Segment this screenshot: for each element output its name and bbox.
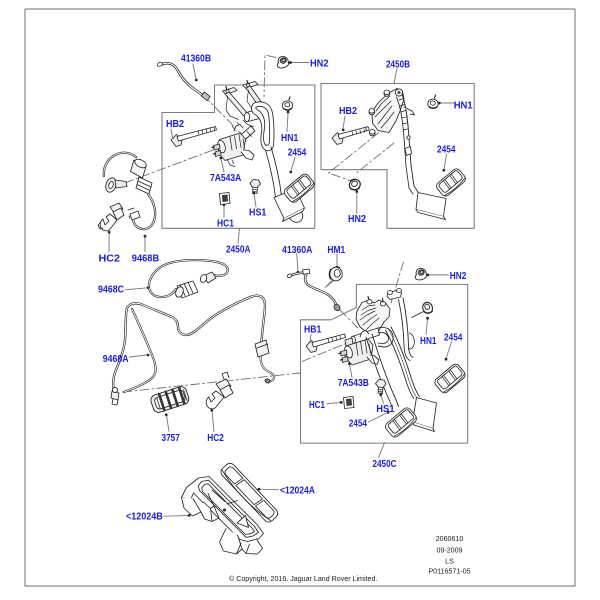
svg-text:HB1: HB1 — [304, 324, 322, 335]
svg-text:7A543B: 7A543B — [338, 378, 369, 389]
svg-text:2450A: 2450A — [226, 244, 251, 255]
svg-text:9468A: 9468A — [103, 354, 129, 365]
svg-text:2454: 2454 — [349, 418, 368, 429]
svg-text:<12024A: <12024A — [280, 485, 316, 496]
svg-text:2454: 2454 — [437, 144, 456, 155]
svg-text:2450B: 2450B — [386, 59, 410, 70]
svg-text:HS1: HS1 — [249, 208, 267, 219]
svg-text:HS1: HS1 — [376, 404, 395, 415]
svg-text:HC2: HC2 — [99, 253, 121, 264]
svg-text:HN1: HN1 — [454, 101, 473, 112]
svg-text:HC1: HC1 — [309, 400, 325, 411]
svg-text:2454: 2454 — [288, 147, 307, 158]
svg-text:41360A: 41360A — [282, 245, 313, 256]
svg-text:HN1: HN1 — [281, 133, 299, 144]
svg-text:HM1: HM1 — [327, 245, 345, 256]
svg-text:2454: 2454 — [444, 332, 463, 343]
svg-text:P0116571-05: P0116571-05 — [428, 567, 470, 575]
svg-text:© Copyright, 2016. Jaguar Land: © Copyright, 2016. Jaguar Land Rover Lim… — [229, 575, 377, 583]
svg-text:HN2: HN2 — [310, 59, 329, 70]
svg-text:2450C: 2450C — [373, 459, 398, 470]
svg-text:09-2009: 09-2009 — [436, 547, 462, 555]
svg-text:LS: LS — [445, 557, 454, 565]
svg-text:41360B: 41360B — [181, 53, 211, 64]
svg-text:HN2: HN2 — [450, 271, 467, 282]
svg-text:HB2: HB2 — [166, 119, 184, 130]
svg-text:9468C: 9468C — [98, 285, 125, 296]
svg-text:7A543A: 7A543A — [210, 173, 242, 184]
svg-text:HB2: HB2 — [339, 106, 357, 117]
svg-text:HN2: HN2 — [348, 214, 366, 225]
svg-text:HN1: HN1 — [420, 336, 437, 347]
svg-text:HC1: HC1 — [217, 218, 234, 229]
svg-text:3757: 3757 — [162, 433, 181, 444]
svg-text:9468B: 9468B — [132, 253, 159, 264]
svg-text:HC2: HC2 — [207, 433, 224, 444]
svg-text:<12024B: <12024B — [126, 512, 163, 523]
svg-text:2060610: 2060610 — [436, 535, 464, 543]
